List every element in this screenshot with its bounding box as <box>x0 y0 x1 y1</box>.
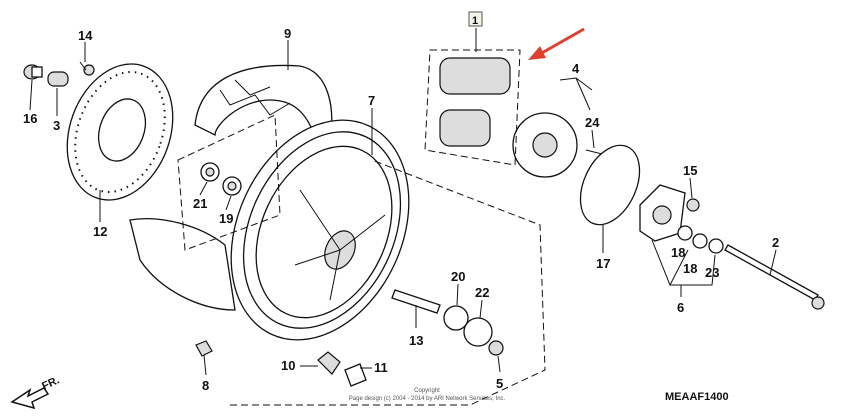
copyright-text: Page design (c) 2004 - 2014 by ARI Netwo… <box>349 396 506 402</box>
seal-22 <box>463 317 493 347</box>
copyright-title: Copyright <box>414 388 440 394</box>
callout-9[interactable]: 9 <box>284 26 291 41</box>
weight-11 <box>344 363 367 387</box>
front-direction-arrow: FR. <box>10 374 61 410</box>
bolt-16 <box>23 64 43 80</box>
callout-13[interactable]: 13 <box>409 333 423 348</box>
brake-disc <box>66 63 174 201</box>
circlip-17 <box>579 144 641 226</box>
damper-rubbers <box>439 57 511 147</box>
callout-11[interactable]: 11 <box>374 360 388 375</box>
callout-17[interactable]: 17 <box>596 256 610 271</box>
nut-15 <box>686 198 700 212</box>
collar-hub <box>639 184 686 242</box>
callout-box-1 <box>468 11 483 27</box>
front-label: FR. <box>40 374 61 392</box>
damper-group-box <box>424 49 521 166</box>
spacer-13 <box>391 289 441 314</box>
bearing-19 <box>222 176 242 196</box>
callout-3[interactable]: 3 <box>53 118 60 133</box>
seal-18b <box>692 233 708 249</box>
callout-labels: 1 2 3 4 5 6 7 8 9 10 11 12 13 14 15 16 1… <box>23 15 779 393</box>
valve-10 <box>317 351 341 375</box>
axle-2 <box>724 244 825 310</box>
callout-7[interactable]: 7 <box>368 93 375 108</box>
diagram-code: MEAAF1400 <box>665 391 729 403</box>
seal-18a <box>677 225 693 241</box>
highlight-arrow <box>528 27 585 60</box>
bearing-group-box <box>177 114 281 251</box>
ring-23 <box>708 238 724 254</box>
nut-5 <box>488 340 504 356</box>
collar-3 <box>47 71 69 87</box>
callout-1[interactable]: 1 <box>472 15 478 27</box>
callout-10[interactable]: 10 <box>281 358 295 373</box>
callout-15[interactable]: 15 <box>683 163 697 178</box>
leader-lines <box>29 28 777 376</box>
wheel-rim <box>230 119 410 341</box>
callout-21[interactable]: 21 <box>193 196 207 211</box>
bearing-21 <box>200 162 220 182</box>
callout-6[interactable]: 6 <box>677 300 684 315</box>
callout-18[interactable]: 18 <box>671 245 685 260</box>
callout-5[interactable]: 5 <box>496 376 503 391</box>
weight-8 <box>195 340 213 357</box>
callout-24[interactable]: 24 <box>585 115 600 130</box>
callout-4[interactable]: 4 <box>572 61 580 76</box>
callout-18[interactable]: 18 <box>683 261 697 276</box>
sprocket-flange <box>512 112 578 178</box>
callout-19[interactable]: 19 <box>219 211 233 226</box>
bearing-20 <box>443 305 469 331</box>
callout-16[interactable]: 16 <box>23 111 37 126</box>
wheel-group-box <box>230 159 546 406</box>
screw-14 <box>79 61 95 76</box>
callout-20[interactable]: 20 <box>451 269 465 284</box>
callout-22[interactable]: 22 <box>475 285 489 300</box>
callout-12[interactable]: 12 <box>93 224 107 239</box>
callout-8[interactable]: 8 <box>202 378 209 393</box>
callout-23[interactable]: 23 <box>705 265 719 280</box>
callout-14[interactable]: 14 <box>78 28 93 43</box>
callout-2[interactable]: 2 <box>772 235 779 250</box>
